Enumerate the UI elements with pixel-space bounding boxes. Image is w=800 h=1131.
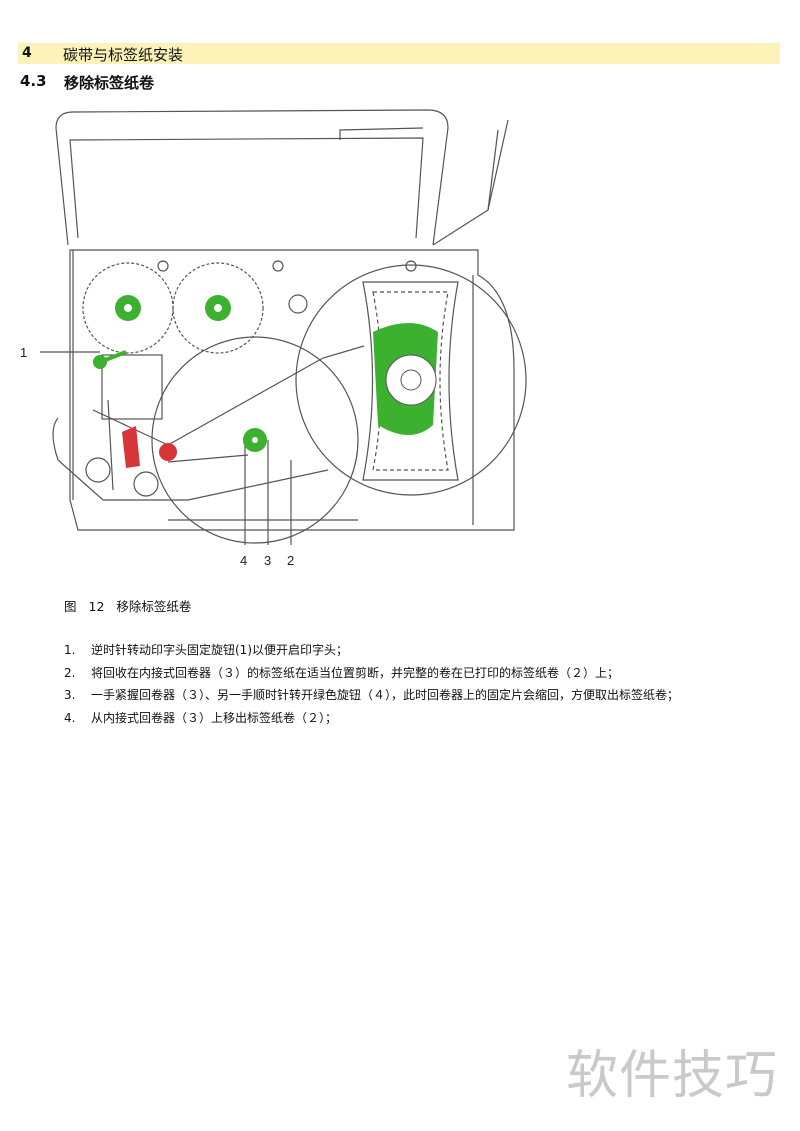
step-text: 将回收在内接式回卷器（３）的标签纸在适当位置剪断，并完整的卷在已打印的标签纸卷（… [91, 665, 620, 680]
supply-holder [362, 281, 459, 481]
chapter-title: 碳带与标签纸安装 [63, 46, 184, 64]
pinch-roller-red [122, 426, 140, 468]
step-number: 3. [64, 688, 76, 702]
supply-roll-outline [295, 264, 527, 496]
printer-body [69, 249, 515, 531]
printhead-bracket [101, 354, 163, 420]
figure-caption: 图 12 移除标签纸卷 [64, 596, 199, 615]
step-number: 4. [64, 710, 76, 725]
callout-label-3: 3 [264, 553, 271, 568]
chapter-header: 4 碳带与标签纸安装 [18, 43, 780, 64]
label-path [92, 345, 365, 446]
caption-label: 图 [64, 599, 77, 614]
step-text: 一手紧握回卷器（３）、另一手顺时针转开绿色旋钮（４），此时回卷器上的固定片会缩回… [91, 688, 680, 702]
caption-title: 移除标签纸卷 [116, 599, 192, 614]
section-number: 4.3 [20, 72, 47, 90]
step-number: 2. [64, 665, 76, 680]
step-text: 逆时针转动印字头固定旋钮(1)以便开启印字头； [91, 643, 348, 657]
printer-illustration: 1 4 3 2 [18, 100, 528, 575]
step-text: 从内接式回卷器（３）上移出标签纸卷（２）； [91, 710, 338, 725]
callout-label-2: 2 [287, 553, 294, 568]
printer-diagram: 1 4 3 2 [20, 109, 527, 568]
callout-label-1: 1 [20, 345, 27, 360]
section-title: 移除标签纸卷 [64, 74, 155, 92]
ribbon-takeup-gear [172, 262, 264, 354]
printer-lid [55, 109, 449, 246]
caption-number: 12 [88, 599, 105, 614]
step-number: 1. [64, 643, 76, 657]
watermark: 软件技巧 [566, 1046, 779, 1106]
label-roll-outline [151, 336, 359, 544]
callout-label-4: 4 [240, 553, 247, 568]
chapter-number: 4 [22, 45, 32, 61]
